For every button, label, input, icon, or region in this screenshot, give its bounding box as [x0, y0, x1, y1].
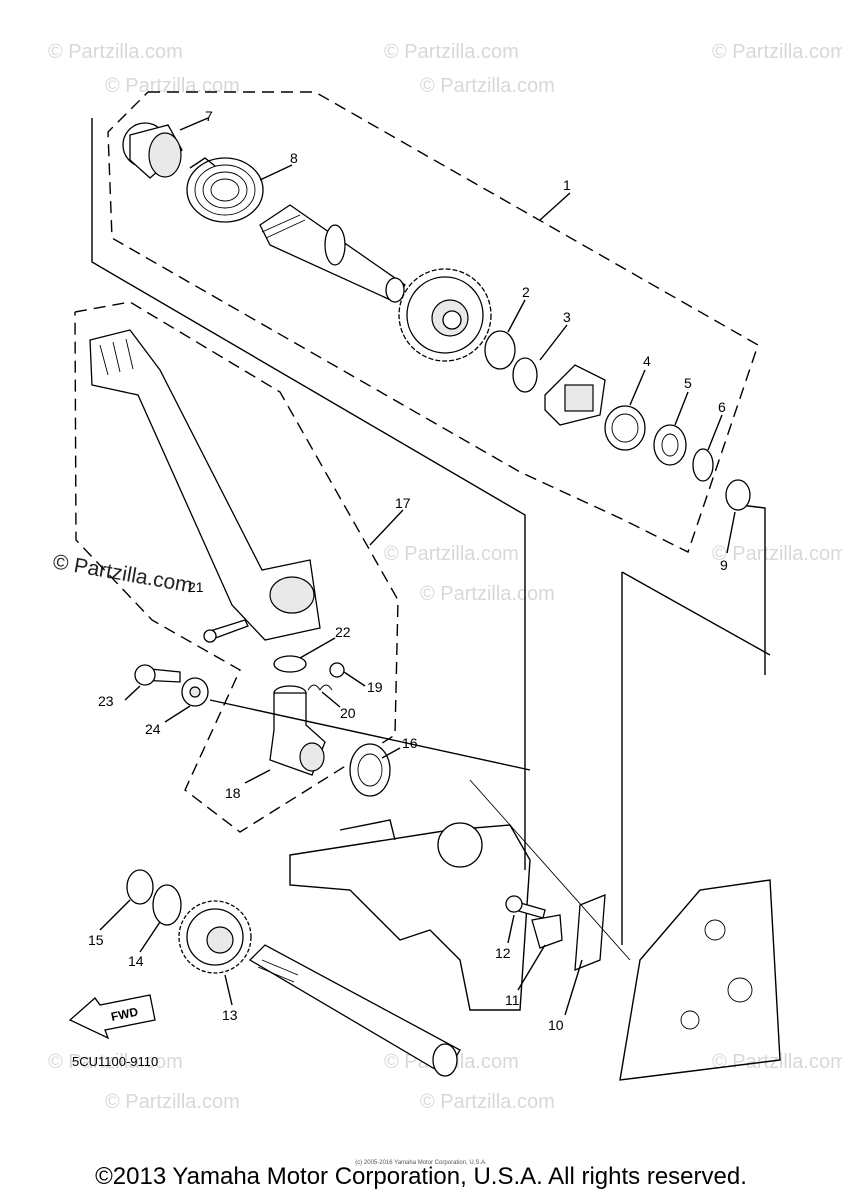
callout-14: 14 — [128, 953, 144, 969]
callout-8: 8 — [290, 150, 298, 166]
bushing-part — [122, 122, 183, 179]
callout-17: 17 — [395, 495, 411, 511]
rings-and-clips — [484, 330, 751, 511]
kick-gear — [398, 268, 492, 362]
crankcase-section — [289, 819, 781, 1081]
copyright-footer: ©2013 Yamaha Motor Corporation, U.S.A. A… — [95, 1163, 747, 1190]
lever-boss — [269, 685, 326, 776]
diagram-code: 5CU1100-9110 — [72, 1054, 158, 1069]
watermark: © Partzilla.com — [712, 543, 842, 565]
callout-6: 6 — [718, 399, 726, 415]
fwd-label: FWD — [110, 1004, 140, 1023]
watermark-layer: © Partzilla.com © Partzilla.com © Partzi… — [48, 41, 842, 1113]
watermark: © Partzilla.com — [48, 1051, 183, 1073]
guide-plate-hardware — [469, 779, 631, 971]
watermark: © Partzilla.com — [420, 1091, 555, 1113]
callout-19: 19 — [367, 679, 383, 695]
watermark: © Partzilla.com — [105, 1091, 240, 1113]
callout-18: 18 — [225, 785, 241, 801]
callout-3: 3 — [563, 309, 571, 325]
watermark: © Partzilla.com — [420, 75, 555, 97]
callout-9: 9 — [720, 557, 728, 573]
callout-15: 15 — [88, 932, 104, 948]
callout-4: 4 — [643, 353, 651, 369]
callout-numbers: 1 2 3 4 5 6 7 8 9 10 11 12 13 14 15 16 1… — [88, 108, 728, 1033]
callout-16: 16 — [402, 735, 418, 751]
callout-1: 1 — [563, 177, 571, 193]
small-copyright-note: (c) 2005-2016 Yamaha Motor Corporation, … — [355, 1160, 487, 1166]
callout-10: 10 — [548, 1017, 564, 1033]
watermark-dark: © Partzilla.com — [51, 550, 194, 597]
watermark: © Partzilla.com — [712, 1051, 842, 1073]
callout-5: 5 — [684, 375, 692, 391]
callout-21: 21 — [188, 579, 204, 595]
assembly-outlines — [74, 91, 771, 945]
kick-shaft — [259, 204, 406, 303]
watermark: © Partzilla.com — [384, 543, 519, 565]
callout-7: 7 — [205, 108, 213, 124]
watermark: © Partzilla.com — [420, 583, 555, 605]
watermark: © Partzilla.com — [384, 41, 519, 63]
watermark: © Partzilla.com — [48, 41, 183, 63]
callout-2: 2 — [522, 284, 530, 300]
fwd-arrow-icon: FWD — [68, 994, 156, 1040]
callout-22: 22 — [335, 624, 351, 640]
callout-11: 11 — [505, 992, 520, 1008]
leader-lines — [99, 117, 736, 1016]
callout-13: 13 — [222, 1007, 238, 1023]
small-hardware — [134, 619, 345, 707]
oil-seal — [349, 743, 391, 797]
idler-gear-assembly — [126, 869, 461, 1077]
callout-24: 24 — [145, 721, 161, 737]
callout-23: 23 — [98, 693, 114, 709]
spring-part — [186, 157, 264, 223]
watermark: © Partzilla.com — [105, 75, 240, 97]
kick-lever — [89, 329, 321, 641]
callout-20: 20 — [340, 705, 356, 721]
callout-12: 12 — [495, 945, 511, 961]
watermark: © Partzilla.com — [712, 41, 842, 63]
